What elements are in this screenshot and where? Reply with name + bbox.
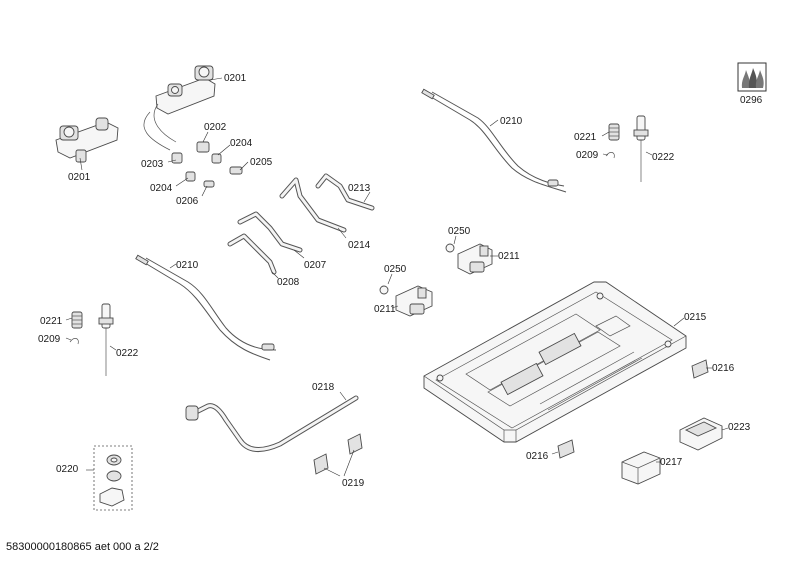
label-0201-upper: 0201 — [224, 73, 247, 84]
gas-manifold-lower — [55, 117, 119, 171]
label-0222-left: 0222 — [116, 348, 139, 359]
label-0201-lower: 0201 — [68, 172, 91, 183]
label-0206: 0206 — [176, 196, 199, 207]
label-0211-left: 0211 — [374, 304, 396, 315]
label-0216-right: 0216 — [712, 363, 735, 374]
label-0220: 0220 — [56, 464, 79, 475]
burner-base-tray — [423, 281, 687, 443]
label-0223: 0223 — [728, 422, 751, 433]
label-0203: 0203 — [141, 159, 164, 170]
gas-tube-0213 — [315, 173, 375, 211]
label-0219: 0219 — [342, 478, 365, 489]
gas-valve-right — [445, 235, 498, 275]
connector-kit-0220 — [86, 445, 133, 511]
label-0214: 0214 — [348, 240, 371, 251]
label-0221-left: 0221 — [40, 316, 63, 327]
mounting-clip-lower — [551, 439, 575, 459]
label-0204-lower: 0204 — [150, 183, 173, 194]
label-0209-right: 0209 — [576, 150, 599, 161]
label-0208: 0208 — [277, 277, 300, 288]
label-0250-right: 0250 — [448, 226, 471, 237]
label-0211-right: 0211 — [498, 251, 520, 262]
label-0207: 0207 — [304, 260, 327, 271]
label-0205: 0205 — [250, 157, 273, 168]
gas-tube-0207 — [237, 211, 303, 253]
label-0217: 0217 — [660, 457, 683, 468]
label-0213: 0213 — [348, 183, 371, 194]
label-0216-lower: 0216 — [526, 451, 549, 462]
label-0250-left: 0250 — [384, 264, 407, 275]
thermocouple-wire-left — [135, 254, 277, 361]
label-0210-right: 0210 — [500, 116, 523, 127]
gas-tube-0214 — [279, 177, 347, 233]
gas-tube-0208 — [227, 233, 277, 275]
label-0296: 0296 — [740, 95, 763, 106]
label-0215: 0215 — [684, 312, 707, 323]
label-0204-upper: 0204 — [230, 138, 253, 149]
pipe-bracket-0219 — [313, 433, 363, 477]
document-reference-footer: 58300000180865 aet 000 a 2/2 — [6, 541, 159, 553]
label-0209-left: 0209 — [38, 334, 61, 345]
label-0210-left: 0210 — [176, 260, 199, 271]
nozzle-fittings — [167, 131, 249, 197]
label-0202: 0202 — [204, 122, 227, 133]
gas-flame-icon — [737, 62, 767, 92]
gas-supply-pipe — [185, 391, 359, 452]
terminal-block-0223 — [679, 417, 729, 451]
thermocouple-wire-right — [421, 88, 567, 193]
connector-box-0217 — [621, 451, 661, 485]
gas-manifold-upper — [143, 65, 216, 151]
igniter-electrode-right — [601, 115, 653, 182]
mounting-clip-right — [691, 359, 712, 379]
label-0222-right: 0222 — [652, 152, 675, 163]
label-0221-right: 0221 — [574, 132, 597, 143]
igniter-electrode-left — [65, 303, 117, 376]
label-0218: 0218 — [312, 382, 335, 393]
gas-valve-left — [379, 273, 433, 317]
